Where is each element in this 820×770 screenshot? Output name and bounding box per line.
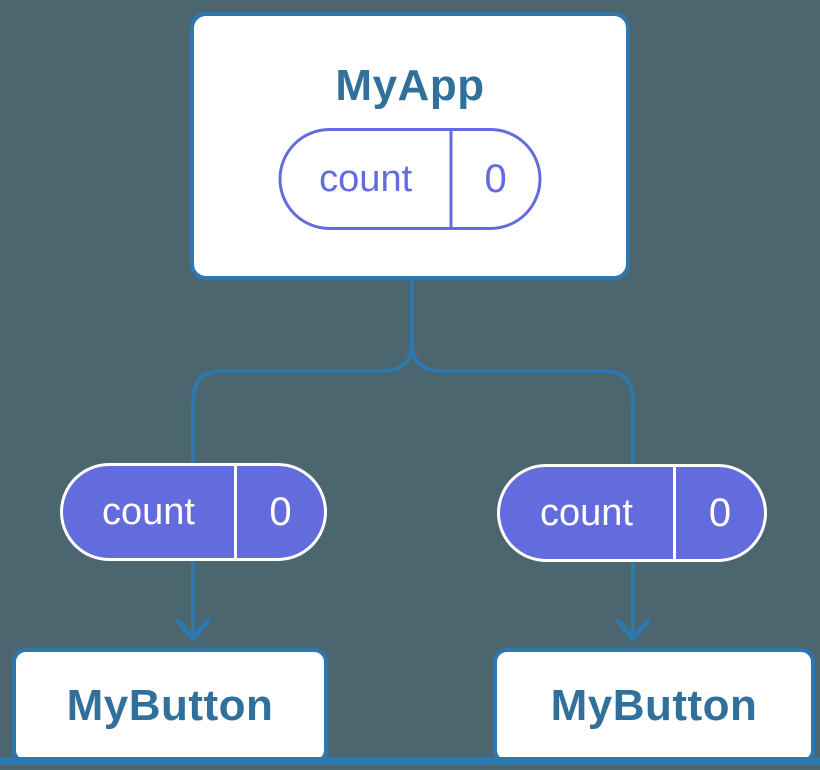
- arrowhead-left-icon: [175, 618, 211, 642]
- state-pill-value: 0: [484, 157, 507, 201]
- prop-pill-right: count 0: [497, 464, 767, 562]
- mybutton-card-right: MyButton: [493, 648, 815, 764]
- mybutton-right-title: MyButton: [550, 681, 758, 730]
- prop-pill-left: count 0: [60, 463, 327, 561]
- branch-left-line: [191, 278, 414, 638]
- mybutton-card-left: MyButton: [12, 648, 328, 764]
- myapp-title: MyApp: [335, 61, 485, 110]
- prop-pill-right-value: 0: [708, 491, 732, 535]
- state-pill-key: count: [282, 131, 453, 227]
- prop-pill-left-value: 0: [269, 490, 292, 534]
- prop-pill-right-key: count: [500, 467, 676, 559]
- bottom-divider-line: [0, 757, 820, 765]
- prop-pill-left-key: count: [63, 466, 237, 558]
- myapp-card: MyApp count 0: [190, 12, 630, 280]
- myapp-state-pill: count 0: [278, 128, 542, 230]
- mybutton-left-title: MyButton: [66, 681, 274, 730]
- arrowhead-right-icon: [615, 618, 651, 642]
- branch-right-line: [410, 343, 635, 638]
